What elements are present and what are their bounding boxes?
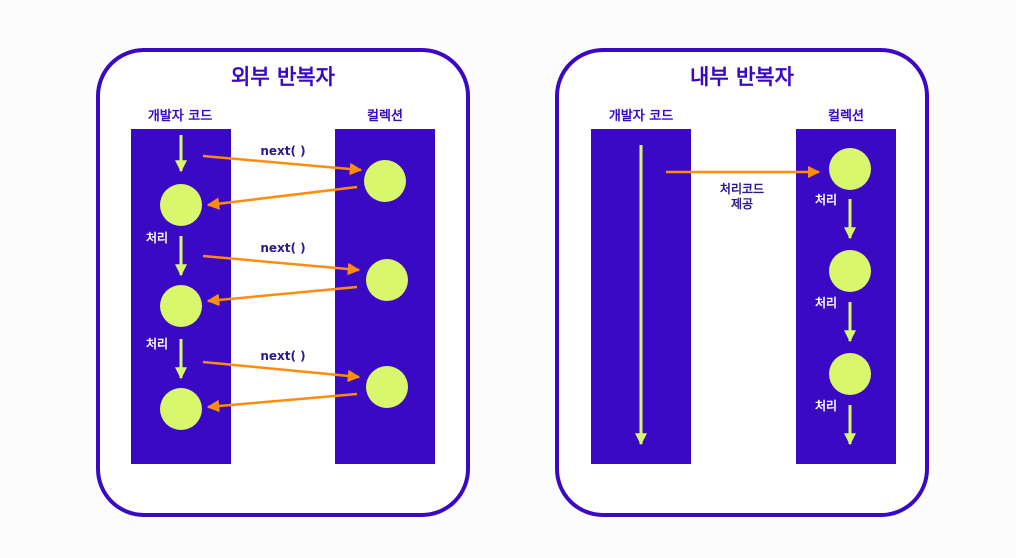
external-title: 외부 반복자 [231,65,336,89]
external-dev-node-2 [160,285,202,327]
internal-process-label-2: 처리 [815,295,837,310]
external-call-arrow-2 [202,254,361,276]
internal-collection-node-1 [829,148,871,190]
external-return-arrow-3 [206,392,358,413]
internal-collection-node-3 [829,353,871,395]
external-return-arrow-2 [206,285,358,307]
external-return-arrow-1 [206,185,358,210]
external-collection-node-3 [366,366,408,408]
internal-process-label-3: 처리 [815,398,837,413]
external-collection-header: 컬렉션 [367,108,403,124]
external-dev-node-1 [160,184,202,226]
internal-process-label-1: 처리 [815,192,837,207]
internal-provide-label-line1: 처리코드 [720,181,764,196]
external-call-label-3: next( ) [260,349,305,363]
internal-dev-header: 개발자 코드 [609,108,673,124]
external-call-arrow-1 [202,154,363,176]
external-collection-node-2 [366,259,408,301]
external-process-label-1: 처리 [146,230,168,245]
external-call-label-2: next( ) [260,241,305,255]
external-process-label-2: 처리 [146,336,168,351]
internal-provide-label-line2: 제공 [731,197,753,211]
external-call-label-1: next( ) [260,144,305,158]
external-call-arrow-3 [202,360,361,383]
internal-collection-header: 컬렉션 [828,108,864,124]
internal-iterator-panel: 내부 반복자 개발자 코드 컬렉션 처리코드 제공 처리 처리 처리 [555,48,929,517]
external-dev-header: 개발자 코드 [148,108,212,124]
external-iterator-panel: 외부 반복자 개발자 코드 컬렉션 처리 처리 next( ) next( ) … [96,48,470,517]
internal-collection-node-2 [829,250,871,292]
internal-title: 내부 반복자 [690,65,795,89]
external-collection-node-1 [364,160,406,202]
external-dev-node-3 [160,388,202,430]
